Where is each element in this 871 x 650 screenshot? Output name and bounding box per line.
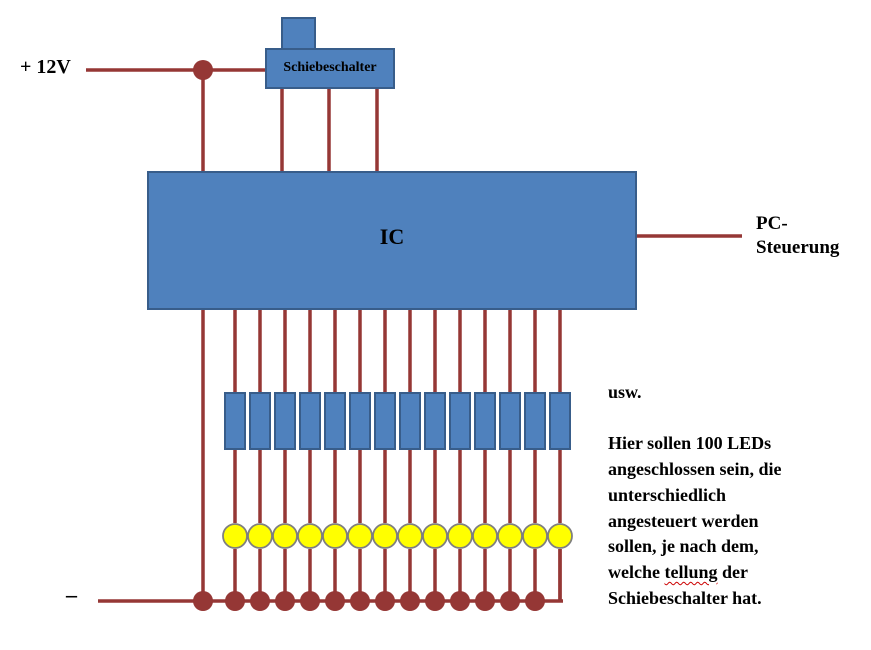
resistor (324, 392, 346, 450)
led-row (222, 523, 573, 549)
ground-junction-node (375, 591, 395, 611)
ground-label: – (66, 582, 77, 607)
resistor (449, 392, 471, 450)
ground-junction-node (250, 591, 270, 611)
note-text-fragment: der (717, 561, 748, 582)
ground-junction-node (400, 591, 420, 611)
ground-junction-node (225, 591, 245, 611)
ground-junction-node (525, 591, 545, 611)
ground-junction-node (425, 591, 445, 611)
note-line: angeschlossen sein, die (608, 459, 782, 480)
ground-junction-node (325, 591, 345, 611)
note-line: welche tellung der (608, 560, 868, 586)
led (222, 523, 248, 549)
ground-junction-node (450, 591, 470, 611)
slide-switch (265, 48, 395, 89)
resistor (524, 392, 546, 450)
resistor (274, 392, 296, 450)
resistor (299, 392, 321, 450)
resistor (549, 392, 571, 450)
led (322, 523, 348, 549)
ic-chip (147, 171, 637, 310)
ground-junction-node (275, 591, 295, 611)
resistor (499, 392, 521, 450)
resistor (349, 392, 371, 450)
note-text: usw. Hier sollen 100 LEDs angeschlossen … (608, 380, 868, 611)
resistor (424, 392, 446, 450)
pc-label-line: Steuerung (756, 237, 840, 258)
ground-junction-node (500, 591, 520, 611)
led (547, 523, 573, 549)
switch-knob (281, 17, 316, 50)
junction-nodes (193, 60, 545, 611)
ground-junction-node (350, 591, 370, 611)
led (272, 523, 298, 549)
led (347, 523, 373, 549)
components (147, 17, 637, 450)
supply-junction-node (193, 60, 213, 80)
supply-label: + 12V (20, 56, 71, 78)
ground-junction-node (475, 591, 495, 611)
led (372, 523, 398, 549)
resistor (224, 392, 246, 450)
ground-junction-node (300, 591, 320, 611)
note-line: angesteuert werden (608, 510, 759, 531)
led (497, 523, 523, 549)
note-last-line: Schiebeschalter hat. (608, 587, 762, 608)
resistor (249, 392, 271, 450)
note-line: sollen, je nach dem, (608, 536, 759, 557)
led (472, 523, 498, 549)
note-spacer (608, 406, 868, 432)
led (397, 523, 423, 549)
pc-label-line: PC- (756, 213, 788, 234)
note-line: Hier sollen 100 LEDs (608, 433, 772, 454)
slide-switch-label: Schiebeschalter (283, 60, 377, 75)
led (522, 523, 548, 549)
note-text-fragment: welche (608, 561, 665, 582)
led (297, 523, 323, 549)
spellcheck-flagged-word: tellung (664, 561, 718, 582)
led (422, 523, 448, 549)
resistor (374, 392, 396, 450)
note-first-line: usw. (608, 382, 642, 402)
led (247, 523, 273, 549)
led (447, 523, 473, 549)
resistor (399, 392, 421, 450)
ground-junction-node (193, 591, 213, 611)
pc-control-label: PC- Steuerung (756, 212, 866, 260)
ic-label: IC (379, 224, 405, 249)
note-line: unterschiedlich (608, 484, 727, 505)
resistor (474, 392, 496, 450)
